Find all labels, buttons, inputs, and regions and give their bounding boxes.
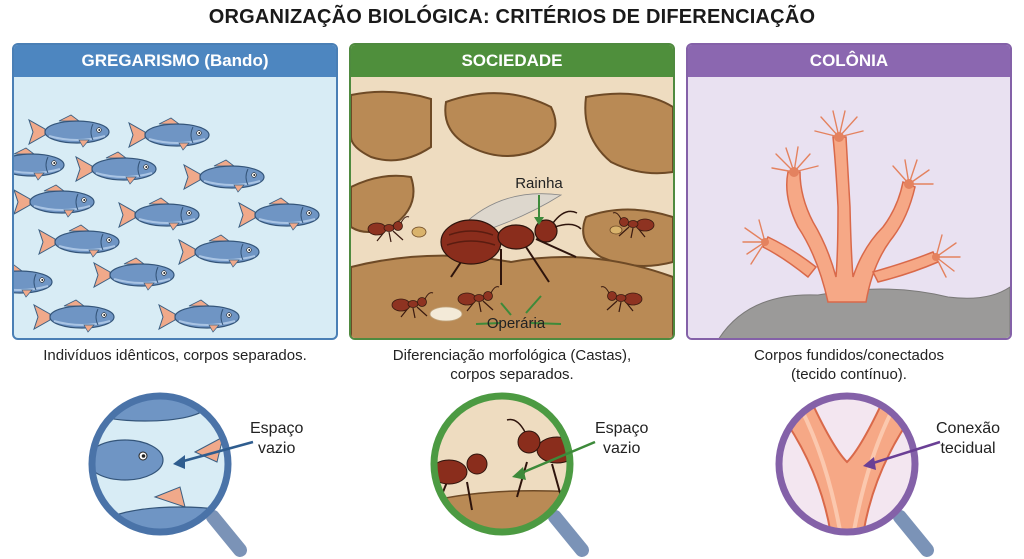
panel-gregarismo: GREGARISMO (Bando) xyxy=(12,43,338,340)
caption-gregarismo: Indivíduos idênticos, corpos separados. xyxy=(12,346,338,365)
caption-line: Indivíduos idênticos, corpos separados. xyxy=(43,347,307,364)
caption-line: Corpos fundidos/conectados xyxy=(753,347,945,364)
zoom-label-line: Espaço xyxy=(595,420,649,437)
fish xyxy=(183,159,265,193)
magnifier-sociedade xyxy=(430,392,596,557)
panel-colonia: COLÔNIA xyxy=(686,43,1012,340)
zoom-label-line: vazio xyxy=(603,440,641,457)
coral-colony-illustration xyxy=(688,77,1010,338)
magnifier-ring xyxy=(775,392,919,536)
magnifier-ring xyxy=(430,392,574,536)
fish xyxy=(38,224,120,258)
magnifier-handle xyxy=(548,510,589,557)
magnifier-ring xyxy=(88,392,232,536)
magnifier-colonia xyxy=(775,392,941,557)
caption-colonia: Corpos fundidos/conectados (tecido contí… xyxy=(686,346,1012,384)
soil-chamber xyxy=(584,92,673,175)
zoom-label-sociedade: Espaço vazio xyxy=(595,419,648,459)
rock xyxy=(718,286,1010,338)
magnifier-gregarismo xyxy=(88,392,254,557)
soil-chamber xyxy=(351,90,432,162)
caption-line: (tecido contínuo). xyxy=(791,366,907,383)
fish xyxy=(28,114,110,148)
fish xyxy=(178,234,260,268)
zoom-label-line: Conexão xyxy=(936,420,1001,437)
queen-label: Rainha xyxy=(515,175,563,192)
soil-chamber xyxy=(351,174,415,233)
panel-header-gregarismo: GREGARISMO (Bando) xyxy=(14,45,336,77)
polyp-mouths xyxy=(761,132,940,261)
pointer-arrow xyxy=(869,440,941,466)
queen-ant xyxy=(440,193,582,285)
worker-arrows xyxy=(475,295,562,325)
fish xyxy=(93,257,175,291)
soil-chamber xyxy=(444,92,557,157)
pointer-arrow xyxy=(179,440,254,464)
zoom-label-gregarismo: Espaço vazio xyxy=(250,419,303,459)
pointer-arrow xyxy=(518,440,596,476)
seed xyxy=(609,225,623,235)
zoom-label-line: vazio xyxy=(258,440,296,457)
fish-school-illustration xyxy=(14,114,320,333)
ant-closeup xyxy=(434,453,488,511)
queen-arrowhead xyxy=(534,217,544,225)
fish xyxy=(238,197,320,231)
fish xyxy=(14,147,65,181)
tentacles xyxy=(742,110,961,278)
worker-label: Operária xyxy=(487,315,546,332)
panel-header-colonia: COLÔNIA xyxy=(688,45,1010,77)
seed xyxy=(411,226,427,238)
panel-sociedade: SOCIEDADE xyxy=(349,43,675,340)
caption-line: Diferenciação morfológica (Castas), xyxy=(392,347,632,364)
fish xyxy=(75,151,157,185)
zoom-label-line: Espaço xyxy=(250,420,304,437)
zoom-label-line: tecidual xyxy=(940,440,996,457)
fish-closeup xyxy=(92,439,164,481)
magnifier-handle xyxy=(893,510,934,557)
caption-sociedade: Diferenciação morfológica (Castas), corp… xyxy=(349,346,675,384)
panel-header-sociedade: SOCIEDADE xyxy=(351,45,673,77)
fish xyxy=(128,117,210,151)
fish xyxy=(158,299,240,333)
larvae xyxy=(429,306,463,322)
caption-line: corpos separados. xyxy=(450,366,574,383)
fish xyxy=(118,197,200,231)
ant-nest-illustration: Rainha Operária xyxy=(351,77,673,338)
diagram-title: ORGANIZAÇÃO BIOLÓGICA: CRITÉRIOS DE DIFE… xyxy=(208,6,816,28)
fish xyxy=(14,184,95,218)
zoom-label-colonia: Conexão tecidual xyxy=(936,419,1000,459)
magnifier-handle xyxy=(206,510,247,557)
fish xyxy=(33,299,115,333)
fish xyxy=(14,264,53,298)
